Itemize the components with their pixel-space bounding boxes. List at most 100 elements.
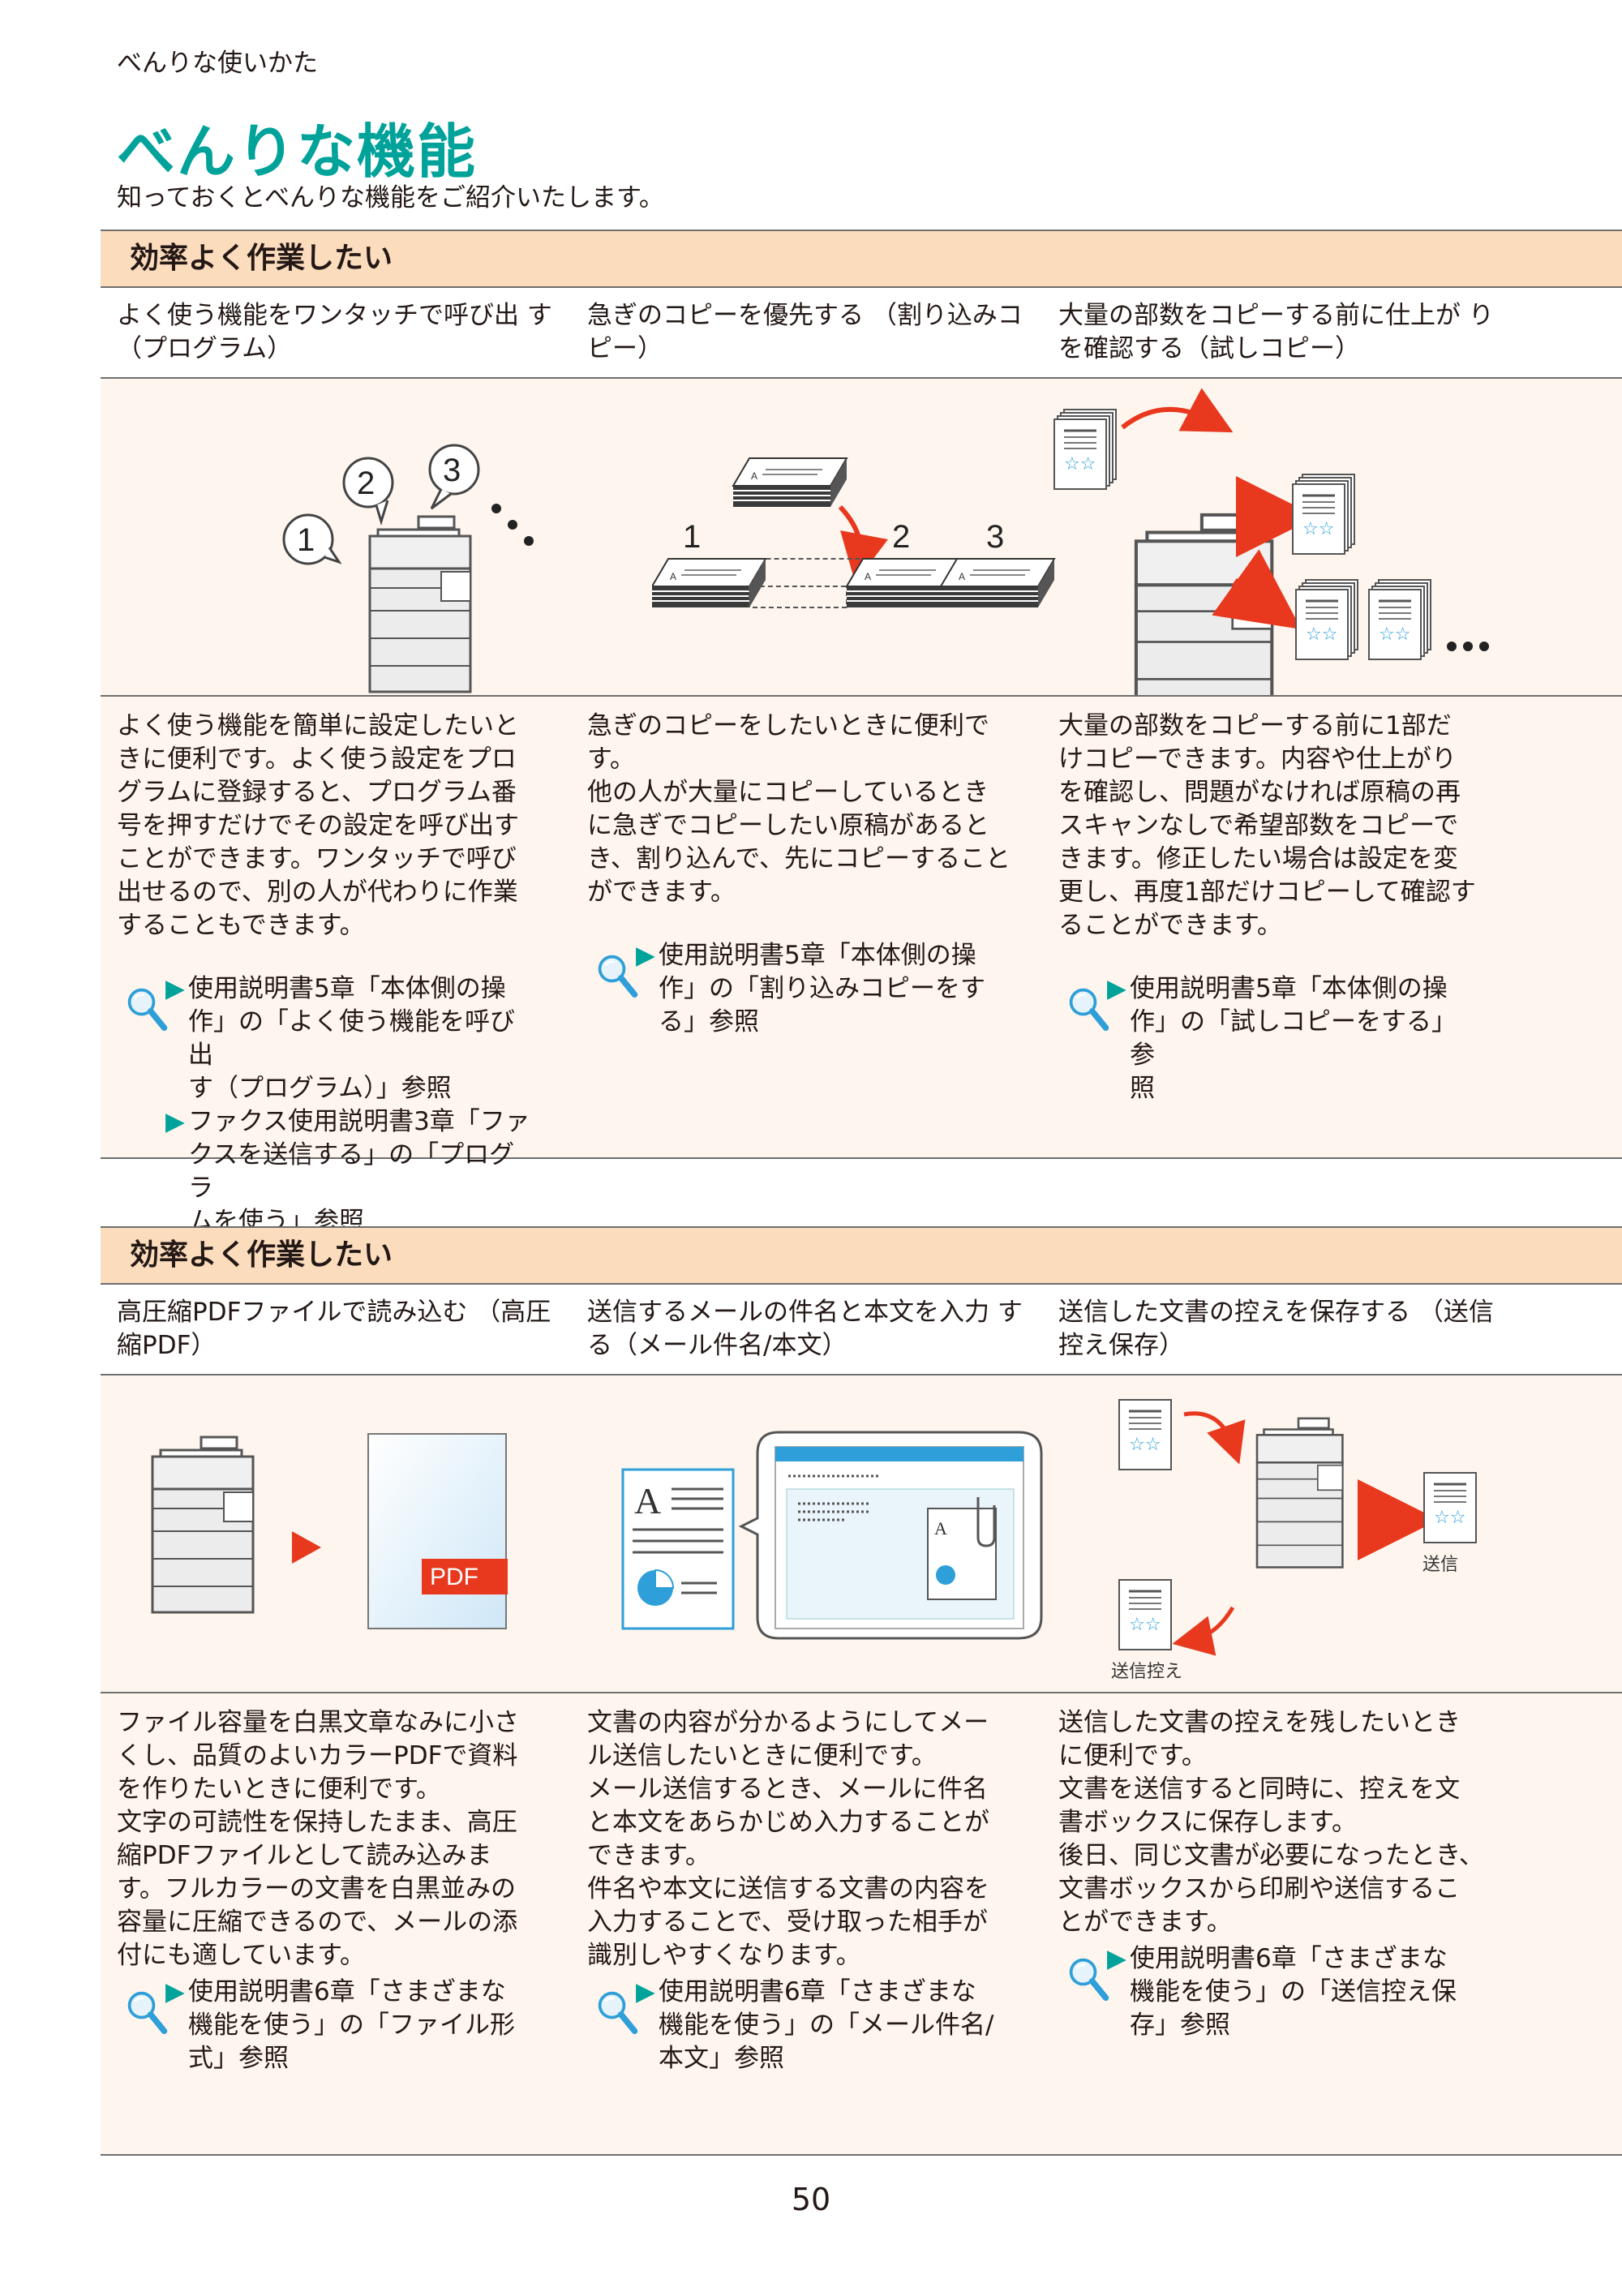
document-icon xyxy=(621,1468,735,1630)
reference-link[interactable]: ▶使用説明書5章「本体側の操 作」の「試しコピーをする」参 照 xyxy=(1058,972,1480,1105)
reference-text: 使用説明書5章「本体側の操 作」の「割り込みコピーをす る」参照 xyxy=(659,941,985,1036)
reference-interrupt-copy: ▶使用説明書5章「本体側の操 作」の「割り込みコピーをす る」参照 xyxy=(587,939,1009,1039)
triangle-bullet-icon: ▶ xyxy=(165,974,185,1003)
proof-copy-stack-icon xyxy=(1293,474,1354,554)
job-number-1: 1 xyxy=(683,519,701,555)
reference-email-subject-body: ▶使用説明書6章「さまざまな 機能を使う」の「メール件名/ 本文」参照 xyxy=(587,1976,1009,2075)
feature-description-send-backup: 送信した文書の控えを残したいとき に便利です。 文書を送信すると同時に、控えを文… xyxy=(1058,1708,1484,1937)
reference-link[interactable]: ▶使用説明書5章「本体側の操 作」の「割り込みコピーをす る」参照 xyxy=(587,939,1009,1039)
section-efficiency-2: 効率よく作業したい 高圧縮PDFファイルで読み込む （高圧縮PDF） 送信するメ… xyxy=(101,1226,1622,2156)
program-illustration: 1 2 3 xyxy=(282,444,534,693)
job-number-3: 3 xyxy=(986,519,1004,555)
triangle-bullet-icon: ▶ xyxy=(1107,974,1126,1003)
triangle-bullet-icon: ▶ xyxy=(1107,1944,1126,1973)
feature-title-proof-copy: 大量の部数をコピーする前に仕上が りを確認する（試しコピー） xyxy=(1058,301,1494,363)
ellipsis-dot xyxy=(491,504,501,513)
feature-title-row: 高圧縮PDFファイルで読み込む （高圧縮PDF） 送信するメールの件名と本文を入… xyxy=(101,1285,1622,1375)
section-efficiency-1: 効率よく作業したい よく使う機能をワンタッチで呼び出 す（プログラム） 急ぎのコ… xyxy=(101,230,1622,1236)
scan-arrow-icon xyxy=(1121,388,1234,433)
multifunction-printer-icon xyxy=(151,1436,255,1614)
feature-title-program: よく使う機能をワンタッチで呼び出 す（プログラム） xyxy=(117,301,552,363)
reference-text: 使用説明書5章「本体側の操 作」の「よく使う機能を呼び出 す（プログラム）」参照 xyxy=(188,974,515,1103)
interrupt-slot-icon xyxy=(748,558,865,608)
backup-label: 送信控え xyxy=(1111,1662,1182,1682)
email-subject-body-illustration: A A xyxy=(621,1431,1043,1640)
original-document-icon xyxy=(1118,1398,1173,1471)
interrupt-arrow-icon xyxy=(838,504,889,583)
program-number-2: 2 xyxy=(357,466,375,501)
priority-stack-icon xyxy=(732,457,847,508)
paperclip-icon xyxy=(976,1497,996,1547)
reference-proof-copy: ▶使用説明書5章「本体側の操 作」の「試しコピーをする」参 照 xyxy=(1058,972,1480,1105)
reference-text: 使用説明書6章「さまざまな 機能を使う」の「メール件名/ 本文」参照 xyxy=(659,1977,994,2073)
section-heading: 効率よく作業したい xyxy=(101,230,1622,288)
triangle-bullet-icon: ▶ xyxy=(636,1977,655,2006)
feature-title-send-backup: 送信した文書の控えを保存する （送信控え保存） xyxy=(1058,1298,1494,1360)
speech-bubble-1: 1 xyxy=(282,513,342,565)
feature-description-compact-pdf: ファイル容量を白黒文章なみに小さ くし、品質のよいカラーPDFで資料 を作りたい… xyxy=(117,1708,519,1970)
speech-bubble-3: 3 xyxy=(428,444,480,510)
scan-arrow-icon xyxy=(1183,1411,1246,1465)
job-stack-1-icon xyxy=(652,558,766,608)
ellipsis-dot xyxy=(1479,642,1489,651)
triangle-bullet-icon: ▶ xyxy=(165,1977,185,2006)
feature-title-email-subject-body: 送信するメールの件名と本文を入力 する（メール件名/本文） xyxy=(587,1298,1023,1360)
breadcrumb: べんりな使いかた xyxy=(117,49,318,78)
section-heading: 効率よく作業したい xyxy=(101,1226,1622,1285)
document-letter: A xyxy=(634,1480,661,1521)
feature-title-compact-pdf: 高圧縮PDFファイルで読み込む （高圧縮PDF） xyxy=(117,1298,551,1360)
feature-description-program: よく使う機能を簡単に設定したいと きに便利です。よく使う設定をプロ グラムに登録… xyxy=(117,711,519,940)
feature-title-interrupt-copy: 急ぎのコピーを優先する （割り込みコピー） xyxy=(587,301,1023,363)
multifunction-printer-icon xyxy=(1255,1417,1344,1569)
page-intro: 知っておくとべんりな機能をご紹介いたします。 xyxy=(117,183,664,212)
send-backup-illustration: 送信 送信控え xyxy=(1111,1398,1478,1682)
page-title: べんりな機能 xyxy=(117,118,478,186)
reference-link[interactable]: ▶使用説明書6章「さまざまな 機能を使う」の「メール件名/ 本文」参照 xyxy=(587,1976,1009,2075)
compact-pdf-illustration: PDF xyxy=(151,1433,508,1629)
ellipsis-dot xyxy=(1463,642,1473,651)
ellipsis-dot xyxy=(524,536,534,546)
multifunction-printer-icon xyxy=(368,515,472,693)
pdf-document-icon xyxy=(367,1433,507,1629)
attachment-document-icon xyxy=(927,1508,997,1600)
sent-document-icon xyxy=(1422,1471,1478,1544)
proof-copy-illustration xyxy=(1049,388,1489,695)
reference-text: 使用説明書6章「さまざまな 機能を使う」の「ファイル形 式」参照 xyxy=(188,1977,515,2073)
divider xyxy=(101,695,1622,697)
feature-body: 1 2 3 1 2 xyxy=(101,379,1622,1236)
reference-send-backup: ▶使用説明書6章「さまざまな 機能を使う」の「送信控え保 存」参照 xyxy=(1058,1942,1480,2042)
job-stack-3-icon xyxy=(940,558,1055,608)
feature-title-row: よく使う機能をワンタッチで呼び出 す（プログラム） 急ぎのコピーを優先する （割… xyxy=(101,288,1622,379)
feature-body: PDF A A xyxy=(101,1375,1622,2156)
feature-description-proof-copy: 大量の部数をコピーする前に1部だ けコピーできます。内容や仕上がり を確認し、問… xyxy=(1058,711,1476,940)
multifunction-printer-icon xyxy=(1136,515,1272,695)
reference-link[interactable]: ▶使用説明書5章「本体側の操 作」の「よく使う機能を呼び出 す（プログラム）」参… xyxy=(117,972,539,1105)
reference-link[interactable]: ▶使用説明書6章「さまざまな 機能を使う」の「送信控え保 存」参照 xyxy=(1058,1942,1480,2042)
output-arrow-icon xyxy=(1212,549,1302,630)
reference-compact-pdf: ▶使用説明書6章「さまざまな 機能を使う」の「ファイル形 式」参照 xyxy=(117,1976,539,2075)
triangle-bullet-icon: ▶ xyxy=(636,941,655,970)
backup-arrow-icon xyxy=(1172,1606,1235,1656)
reference-program: ▶使用説明書5章「本体側の操 作」の「よく使う機能を呼び出 す（プログラム）」参… xyxy=(117,972,539,1238)
feature-description-interrupt-copy: 急ぎのコピーをしたいときに便利で す。 他の人が大量にコピーしているとき に急ぎ… xyxy=(587,711,1011,907)
program-number-3: 3 xyxy=(443,453,461,488)
ellipsis-dot xyxy=(508,520,517,530)
reference-link[interactable]: ▶使用説明書6章「さまざまな 機能を使う」の「ファイル形 式」参照 xyxy=(117,1976,539,2075)
attachment-letter: A xyxy=(934,1518,947,1539)
speech-bubble-2: 2 xyxy=(342,457,394,526)
copy-stack-icon xyxy=(1369,580,1431,659)
copy-stack-icon xyxy=(1296,580,1358,659)
reference-link[interactable]: ▶ファクス使用説明書3章「ファ クスを送信する」の「プログラ ムを使う」参照 xyxy=(117,1105,539,1238)
ellipsis-dot xyxy=(1447,642,1457,651)
reference-text: 使用説明書6章「さまざまな 機能を使う」の「送信控え保 存」参照 xyxy=(1130,1944,1457,2040)
feature-description-email-subject-body: 文書の内容が分かるようにしてメー ル送信したいときに便利です。 メール送信すると… xyxy=(587,1708,989,1970)
pdf-badge-icon xyxy=(422,1559,508,1594)
sent-label: 送信 xyxy=(1422,1555,1458,1575)
reference-text: ファクス使用説明書3章「ファ クスを送信する」の「プログラ ムを使う」参照 xyxy=(188,1107,530,1236)
backup-document-icon xyxy=(1118,1578,1173,1651)
program-number-1: 1 xyxy=(297,522,315,558)
page-number: 50 xyxy=(791,2182,831,2217)
original-stack-icon xyxy=(1054,410,1116,489)
divider xyxy=(101,1692,1622,1693)
pdf-badge-label: PDF xyxy=(430,1564,478,1590)
